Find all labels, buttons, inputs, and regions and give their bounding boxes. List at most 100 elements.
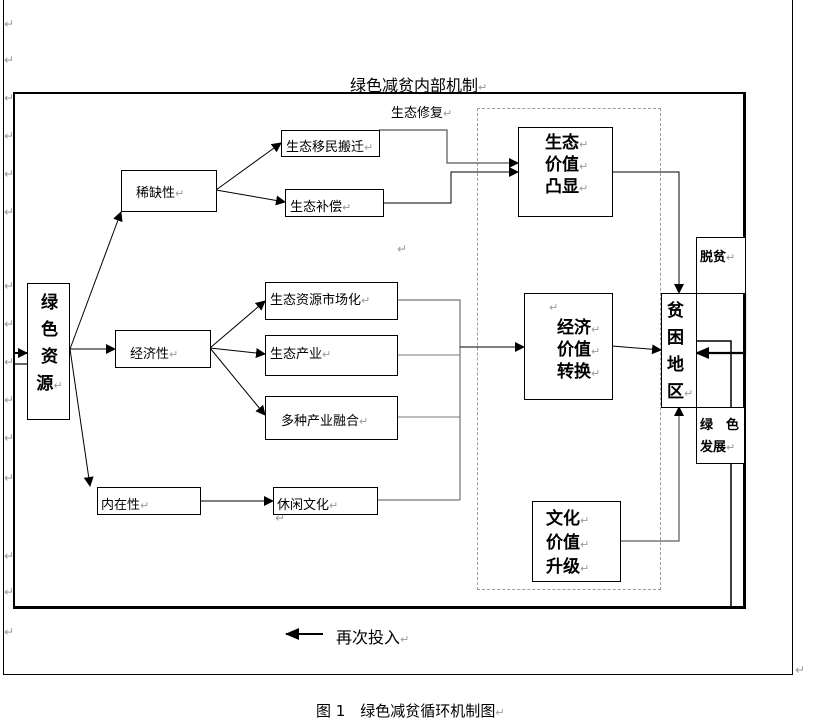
paragraph-mark: ↵ [359, 415, 369, 428]
paragraph-mark: ↵ [4, 205, 15, 219]
node-scarcity: 稀缺性↵ [121, 170, 217, 212]
paragraph-mark: ↵ [169, 348, 179, 361]
node-eco-compensation: 生态补偿↵ [285, 189, 384, 217]
node-green-development-line: 发展 [700, 440, 727, 455]
node-poor-region-char: 区 [667, 382, 684, 402]
paragraph-mark: ↵ [342, 201, 352, 214]
figure-caption: 图 1 绿色减贫循环机制图↵ [316, 700, 505, 721]
paragraph-mark: ↵ [400, 633, 410, 646]
paragraph-mark: ↵ [4, 53, 15, 67]
node-green-development-line: 绿 色 [700, 418, 740, 433]
paragraph-mark: ↵ [4, 317, 15, 331]
node-culture-value-line: 价值 [546, 533, 580, 553]
node-econ-value-line: 转换 [557, 362, 591, 382]
node-culture-value: 文化↵ 价值↵ 升级↵ [532, 501, 621, 582]
node-scarcity-text: 稀缺性 [136, 186, 176, 201]
node-poverty-exit: 脱贫↵ [696, 237, 746, 294]
paragraph-mark: ↵ [4, 167, 15, 181]
paragraph-mark: ↵ [275, 511, 286, 525]
node-economic-text: 经济性 [130, 347, 170, 362]
paragraph-mark: ↵ [4, 91, 15, 105]
node-economic: 经济性↵ [115, 330, 211, 368]
paragraph-mark: ↵ [140, 499, 150, 512]
edge-market-bus [397, 299, 461, 500]
node-industry-fusion-text: 多种产业融合 [281, 414, 360, 429]
paragraph-mark: ↵ [4, 17, 15, 31]
node-econ-value: ↵ 经济↵ 价值↵ 转换↵ [524, 293, 613, 400]
node-green-resources: 绿 色 资 源↵ [27, 283, 70, 420]
node-poor-region-char: 贫 [667, 301, 684, 321]
edge-resources-intrinsic [69, 348, 94, 487]
paragraph-mark: ↵ [4, 471, 15, 485]
paragraph-mark: ↵ [4, 393, 15, 407]
node-eco-marketization: 生态资源市场化↵ [265, 282, 398, 320]
edge-resources-scarcity [69, 211, 123, 350]
paragraph-mark: ↵ [4, 129, 15, 143]
node-leisure-culture: 休闲文化↵ [273, 487, 378, 515]
page-frame [3, 0, 793, 675]
inner-title: 绿色减贫内部机制↵ [350, 72, 487, 96]
node-green-resources-char: 源↵ [36, 374, 63, 394]
edge-migration-ecovalue [379, 129, 519, 168]
node-industry-fusion: 多种产业融合↵ [265, 396, 398, 440]
edge-exit-region [695, 293, 747, 359]
node-econ-value-line: 价值 [557, 340, 591, 360]
paragraph-mark: ↵ [549, 301, 559, 314]
node-green-resources-char: 绿 [41, 293, 58, 313]
node-intrinsic: 内在性↵ [97, 487, 201, 515]
edge-culturevalue-region [620, 406, 684, 542]
paragraph-mark: ↵ [4, 279, 15, 293]
node-eco-migration-text: 生态移民搬迁 [286, 140, 365, 155]
paragraph-mark: ↵ [361, 294, 371, 307]
paragraph-mark: ↵ [329, 499, 339, 512]
node-eco-migration: 生态移民搬迁↵ [281, 130, 380, 157]
paragraph-mark: ↵ [4, 355, 15, 369]
paragraph-mark: ↵ [795, 663, 806, 677]
edge-reinvest-resources [13, 348, 28, 608]
paragraph-mark: ↵ [443, 107, 453, 120]
node-eco-industry: 生态产业↵ [265, 335, 398, 376]
paragraph-mark: ↵ [364, 141, 374, 154]
edge-region-greendev [696, 340, 732, 608]
node-econ-value-line: 经济 [557, 318, 591, 338]
inner-title-text: 绿色减贫内部机制 [350, 76, 479, 95]
node-eco-value-line: 凸显 [545, 177, 579, 197]
paragraph-mark: ↵ [397, 242, 408, 256]
node-eco-value-line: 价值 [545, 155, 579, 175]
node-green-resources-char: 色 [41, 320, 58, 340]
node-poverty-exit-text: 脱贫 [700, 250, 727, 265]
paragraph-mark: ↵ [322, 348, 332, 361]
node-poor-region: 贫 困 地 区↵ [661, 293, 697, 408]
node-eco-industry-text: 生态产业 [270, 347, 323, 362]
reinvest-text: 再次投入 [336, 628, 401, 647]
reinvest-label: 再次投入↵ [336, 624, 409, 648]
edge-economic-industry [209, 347, 266, 358]
paragraph-mark: ↵ [478, 81, 488, 94]
edge-economic-fusion [209, 347, 266, 416]
node-intrinsic-text: 内在性 [101, 498, 141, 513]
edge-econvalue-region [611, 344, 662, 355]
edge-compensation-ecovalue [383, 167, 519, 204]
node-culture-value-line: 文化 [546, 509, 580, 529]
paragraph-mark: ↵ [175, 187, 185, 200]
edge-ecovalue-region [612, 171, 684, 294]
paragraph-mark: ↵ [4, 625, 15, 639]
node-leisure-culture-text: 休闲文化 [277, 498, 330, 513]
node-green-resources-char: 资 [41, 347, 58, 367]
node-eco-value: 生态↵ 价值↵ 凸显↵ [518, 127, 613, 217]
paragraph-mark: ↵ [495, 706, 505, 719]
node-eco-value-line: 生态 [545, 133, 579, 153]
figure-caption-text: 图 1 绿色减贫循环机制图 [316, 702, 496, 720]
node-poor-region-char: 困 [667, 328, 684, 348]
paragraph-mark: ↵ [4, 585, 15, 599]
node-eco-compensation-text: 生态补偿 [290, 200, 343, 215]
node-eco-marketization-text: 生态资源市场化 [270, 293, 362, 308]
edge-scarcity-migration [215, 142, 282, 191]
paragraph-mark: ↵ [4, 431, 15, 445]
edge-scarcity-compensation [215, 189, 286, 206]
paragraph-mark: ↵ [4, 549, 15, 563]
node-green-development: 绿 色 发展↵ [696, 407, 745, 464]
node-poor-region-char: 地 [667, 355, 684, 375]
restoration-text: 生态修复 [391, 106, 444, 121]
